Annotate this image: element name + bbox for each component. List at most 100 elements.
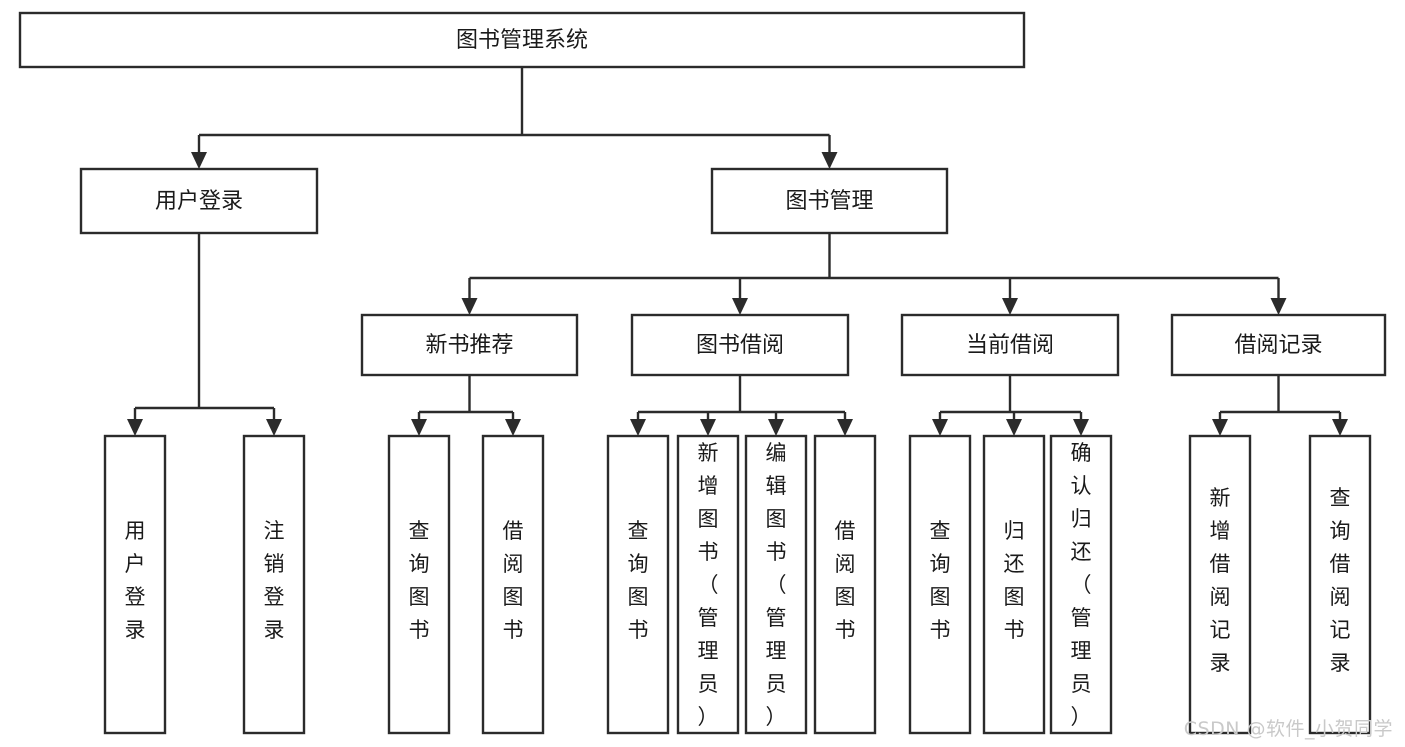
node-leaf-3[interactable]: 借阅图书 <box>481 434 545 735</box>
node-root-book-management-system-box <box>18 11 1026 69</box>
node-level2-1[interactable]: 图书管理 <box>710 167 949 235</box>
arrow-leaf-2-3-head <box>837 419 853 436</box>
node-leaf-7[interactable]: 借阅图书 <box>813 434 877 735</box>
node-level3-2-box <box>900 313 1120 377</box>
node-leaf-7-label: 借阅图书 <box>835 519 856 642</box>
arrow-leaf-4-1-head <box>1332 419 1348 436</box>
node-level3-1-box <box>630 313 850 377</box>
node-leaf-2-label: 查询图书 <box>409 519 430 642</box>
node-leaf-7-box <box>813 434 877 735</box>
node-leaf-4[interactable]: 查询图书 <box>606 434 670 735</box>
node-leaf-10-label: 确认归还（管理员） <box>1071 441 1092 729</box>
node-level3-2[interactable]: 当前借阅 <box>900 313 1120 377</box>
arrow-leaf-3-2 <box>1073 412 1089 436</box>
node-leaf-2-box <box>387 434 451 735</box>
arrow-leaf-2-1 <box>700 412 716 436</box>
node-leaf-11[interactable]: 新增借阅记录 <box>1188 434 1252 735</box>
node-leaf-0[interactable]: 用户登录 <box>103 434 167 735</box>
arrow-leaf-2-3 <box>837 412 853 436</box>
arrow-leaf-4-0 <box>1212 412 1228 436</box>
arrow-leaf-1-0-head <box>411 419 427 436</box>
arrow-l2-to-l3-1-head <box>732 298 748 315</box>
node-leaf-6[interactable]: 编辑图书（管理员） <box>744 434 808 735</box>
arrow-leaf-1-1 <box>505 412 521 436</box>
node-leaf-6-box <box>744 434 808 735</box>
node-leaf-5[interactable]: 新增图书（管理员） <box>676 434 740 735</box>
arrow-leaf-1-1-head <box>505 419 521 436</box>
arrow-leaf-1-0 <box>411 412 427 436</box>
node-leaf-5-box <box>676 434 740 735</box>
node-leaf-3-label: 借阅图书 <box>503 519 524 642</box>
node-leaf-8[interactable]: 查询图书 <box>908 434 972 735</box>
node-level2-1-box <box>710 167 949 235</box>
node-leaf-12-box <box>1308 434 1372 735</box>
arrow-leaf-2-0-head <box>630 419 646 436</box>
arrow-root-to-l2-0-head <box>191 152 207 169</box>
arrow-root-to-l2-0 <box>191 135 207 169</box>
node-leaf-5-label: 新增图书（管理员） <box>698 441 719 729</box>
arrow-leaf-2-2-head <box>768 419 784 436</box>
arrow-leaf-0-0 <box>127 408 143 436</box>
node-level2-0-box <box>79 167 319 235</box>
node-level2-0-label: 用户登录 <box>155 189 243 214</box>
node-level2-1-label: 图书管理 <box>785 189 873 214</box>
node-level3-0-label: 新书推荐 <box>425 333 513 358</box>
connector-layer <box>127 67 1348 436</box>
node-leaf-12-label: 查询借阅记录 <box>1330 486 1351 675</box>
node-level3-0[interactable]: 新书推荐 <box>360 313 579 377</box>
node-leaf-9[interactable]: 归还图书 <box>982 434 1046 735</box>
node-layer: 图书管理系统用户登录图书管理新书推荐图书借阅当前借阅借阅记录用户登录注销登录查询… <box>18 11 1387 735</box>
arrow-leaf-3-1 <box>1006 412 1022 436</box>
node-leaf-0-label: 用户登录 <box>125 519 146 642</box>
node-root-book-management-system[interactable]: 图书管理系统 <box>18 11 1026 69</box>
node-leaf-8-label: 查询图书 <box>930 519 951 642</box>
arrow-leaf-2-0 <box>630 412 646 436</box>
arrow-root-to-l2-1-head <box>821 152 838 169</box>
arrow-leaf-4-1 <box>1332 412 1348 436</box>
node-leaf-10[interactable]: 确认归还（管理员） <box>1049 434 1113 735</box>
node-leaf-10-box <box>1049 434 1113 735</box>
node-leaf-12[interactable]: 查询借阅记录 <box>1308 434 1372 735</box>
arrow-leaf-0-1 <box>266 408 282 436</box>
node-leaf-9-label: 归还图书 <box>1004 519 1025 642</box>
node-leaf-6-label: 编辑图书（管理员） <box>766 441 787 729</box>
node-level3-1[interactable]: 图书借阅 <box>630 313 850 377</box>
node-leaf-3-box <box>481 434 545 735</box>
node-level3-3-label: 借阅记录 <box>1234 333 1322 358</box>
node-leaf-11-box <box>1188 434 1252 735</box>
arrow-l2-to-l3-0 <box>461 278 478 315</box>
node-level3-0-box <box>360 313 579 377</box>
arrow-leaf-3-0 <box>932 412 948 436</box>
node-level3-3-box <box>1170 313 1387 377</box>
node-leaf-4-box <box>606 434 670 735</box>
arrow-leaf-0-0-head <box>127 419 143 436</box>
node-leaf-4-label: 查询图书 <box>628 519 649 642</box>
arrow-leaf-3-0-head <box>932 419 948 436</box>
node-level3-2-label: 当前借阅 <box>966 333 1054 358</box>
arrow-leaf-2-2 <box>768 412 784 436</box>
arrow-leaf-3-2-head <box>1073 419 1089 436</box>
node-leaf-9-box <box>982 434 1046 735</box>
node-level2-0[interactable]: 用户登录 <box>79 167 319 235</box>
arrow-leaf-2-1-head <box>700 419 716 436</box>
arrow-l2-to-l3-1 <box>732 278 748 315</box>
node-leaf-11-label: 新增借阅记录 <box>1210 486 1231 675</box>
arrow-l2-to-l3-2 <box>1002 278 1018 315</box>
node-leaf-1-label: 注销登录 <box>264 519 285 642</box>
arrow-l2-to-l3-3-head <box>1270 298 1287 315</box>
arrow-l2-to-l3-3 <box>1270 278 1287 315</box>
arrow-l2-to-l3-0-head <box>461 298 478 315</box>
arrow-leaf-0-1-head <box>266 419 282 436</box>
node-root-book-management-system-label: 图书管理系统 <box>456 28 588 53</box>
arrow-l2-to-l3-2-head <box>1002 298 1018 315</box>
arrow-root-to-l2-1 <box>821 135 838 169</box>
node-level3-3[interactable]: 借阅记录 <box>1170 313 1387 377</box>
node-leaf-0-box <box>103 434 167 735</box>
node-leaf-1[interactable]: 注销登录 <box>242 434 306 735</box>
arrow-leaf-3-1-head <box>1006 419 1022 436</box>
arrow-leaf-4-0-head <box>1212 419 1228 436</box>
node-level3-1-label: 图书借阅 <box>696 333 784 358</box>
node-leaf-2[interactable]: 查询图书 <box>387 434 451 735</box>
